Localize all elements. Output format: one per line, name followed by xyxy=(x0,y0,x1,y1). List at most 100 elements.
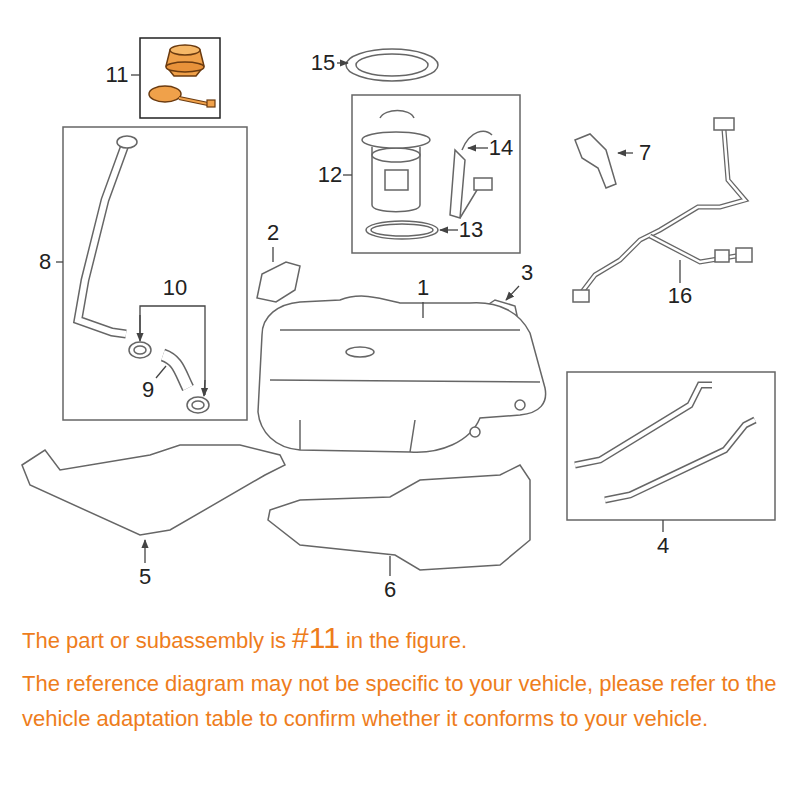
leader-lines xyxy=(131,74,140,75)
level-sensor-part-14 xyxy=(474,178,492,190)
pump-module-part-12 xyxy=(362,111,430,212)
caption-text: #11 xyxy=(292,620,340,655)
straps-part-4 xyxy=(575,385,712,465)
caption-text: The part or subassembly is xyxy=(22,623,286,658)
filler-pipe-part-8 xyxy=(78,136,137,334)
callout-number: 6 xyxy=(384,579,396,601)
callout-number: 16 xyxy=(668,285,692,307)
leader-lines xyxy=(56,63,680,576)
callout-number: 11 xyxy=(106,64,129,86)
straps-part-4 xyxy=(575,385,755,500)
straps-part-4 xyxy=(575,385,712,465)
seal-ring-part-13 xyxy=(371,224,433,236)
callout-number: 10 xyxy=(163,277,187,299)
filler-pipe-part-8 xyxy=(117,136,137,148)
gasket-part-15 xyxy=(346,49,438,81)
pump-module-part-12 xyxy=(385,170,408,190)
note-block: The reference diagram may not be specifi… xyxy=(22,666,784,736)
filler-group-frame xyxy=(63,127,247,420)
callout-number: 4 xyxy=(657,535,669,557)
filler-pipe-part-8 xyxy=(78,145,126,334)
hose-part-9 xyxy=(163,355,188,388)
fuel-tank-part-1 xyxy=(346,347,374,357)
hose-part-9 xyxy=(163,355,188,388)
level-sensor-part-14 xyxy=(450,150,465,218)
leader-lines xyxy=(679,260,680,283)
harness-part-16 xyxy=(715,250,729,262)
strap-group-frame xyxy=(567,372,775,520)
pump-module-part-12 xyxy=(362,132,430,148)
pump-module-part-12 xyxy=(372,155,420,212)
leader-lines xyxy=(422,302,423,318)
leader-lines xyxy=(139,315,140,341)
clamps-part-10 xyxy=(134,346,146,354)
pump-module-part-12 xyxy=(372,147,420,155)
callout-number: 3 xyxy=(521,262,533,284)
fuel-tank-part-1 xyxy=(470,427,480,437)
fuel-cap-part-11 xyxy=(149,86,181,102)
pump-module-part-12 xyxy=(380,111,414,119)
clamps-part-10 xyxy=(129,342,151,358)
leader-lines xyxy=(662,520,663,532)
leader-lines xyxy=(468,147,488,148)
caption-row: The part or subassembly is#11in the figu… xyxy=(22,620,467,658)
note-text: The reference diagram may not be specifi… xyxy=(22,666,784,736)
shield-part-5 xyxy=(22,445,285,535)
hose-part-9 xyxy=(163,355,188,388)
leader-lines xyxy=(272,247,273,262)
shield-part-6 xyxy=(268,465,530,570)
shield-part-6 xyxy=(268,465,530,570)
filler-pipe-part-8 xyxy=(78,145,126,334)
clamps-part-10 xyxy=(187,397,209,413)
callout-number: 15 xyxy=(311,52,335,74)
shield-part-2 xyxy=(257,262,300,302)
harness-part-16 xyxy=(650,236,742,262)
harness-part-16 xyxy=(573,290,589,302)
fuel-cap-part-11 xyxy=(179,98,208,104)
callout-number: 9 xyxy=(142,379,154,401)
harness-part-16 xyxy=(650,236,742,262)
fuel-cap-part-11 xyxy=(207,100,215,107)
leader-lines xyxy=(144,540,145,563)
seal-ring-part-13 xyxy=(366,221,438,239)
leader-lines xyxy=(343,174,352,175)
fuel-cap-part-11 xyxy=(149,45,215,107)
leader-lines xyxy=(440,229,458,230)
shield-part-2 xyxy=(257,262,300,302)
shield-part-5 xyxy=(22,445,285,535)
straps-part-4 xyxy=(605,420,755,500)
harness-part-16 xyxy=(573,118,752,302)
leader-lines xyxy=(506,286,519,300)
callout-number: 14 xyxy=(489,137,513,159)
clamps-part-10 xyxy=(192,401,204,409)
fuel-tank-part-1 xyxy=(258,296,546,452)
straps-part-4 xyxy=(605,420,755,500)
harness-part-16 xyxy=(736,248,752,262)
clamps-part-10 xyxy=(129,342,209,413)
harness-part-16 xyxy=(582,130,745,292)
callout-number: 5 xyxy=(139,566,151,588)
pump-module-part-12 xyxy=(372,148,420,162)
bracket-part-7 xyxy=(575,134,616,188)
part-11-frame xyxy=(140,38,220,118)
callout-number: 7 xyxy=(639,142,651,164)
level-sensor-part-14 xyxy=(462,131,492,150)
harness-part-16 xyxy=(582,130,745,292)
fuel-cap-part-11 xyxy=(166,62,204,72)
callout-number: 2 xyxy=(267,222,279,244)
fuel-tank-part-1 xyxy=(515,400,525,410)
bracket-part-7 xyxy=(575,134,616,188)
gasket-part-15 xyxy=(356,54,428,76)
harness-part-16 xyxy=(714,118,734,130)
fuel-cap-part-11 xyxy=(170,45,200,55)
callout-number: 1 xyxy=(417,277,429,299)
leader-lines xyxy=(156,366,166,378)
seal-ring-part-13 xyxy=(366,221,438,239)
fuel-cap-part-11 xyxy=(179,98,208,104)
level-sensor-part-14 xyxy=(450,131,492,218)
caption-text: in the figure. xyxy=(346,623,467,658)
leader-lines xyxy=(618,152,633,153)
callout-number: 8 xyxy=(39,251,51,273)
callout-number: 12 xyxy=(318,164,342,186)
